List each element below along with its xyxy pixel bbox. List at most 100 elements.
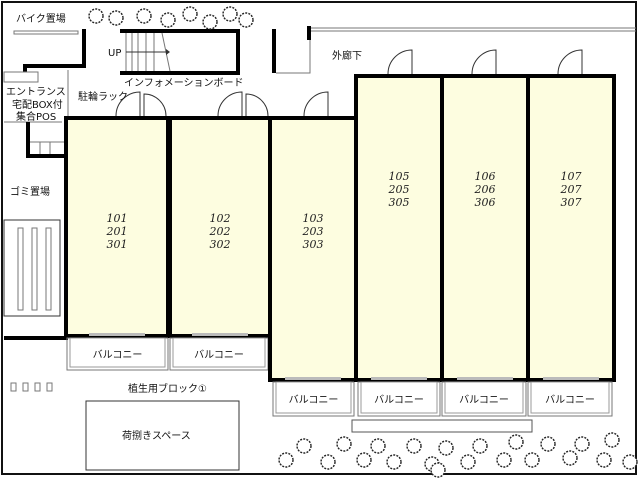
info-board-label: インフォメーションボード (124, 77, 244, 89)
unit-number: 302 (210, 238, 231, 251)
unit-number: 203 (302, 225, 324, 238)
trees (88, 6, 638, 478)
door-icon (217, 91, 243, 117)
window (371, 377, 427, 380)
bike-parking-label: バイク置場 (16, 12, 66, 25)
tree-icon (508, 434, 524, 450)
tree-icon (540, 436, 556, 452)
unit-number: 105 (389, 170, 410, 183)
window (192, 333, 248, 336)
bollards (10, 382, 53, 392)
unit-number: 101 (107, 212, 128, 225)
wall (307, 26, 311, 40)
unit-number: 303 (303, 238, 324, 251)
tree-icon (430, 462, 446, 478)
window (457, 377, 513, 380)
balcony-label: バルコニー (374, 394, 424, 406)
stairs-up-label: UP (108, 48, 121, 59)
tree-icon (460, 454, 476, 470)
loading-space (85, 400, 240, 471)
tree-icon (524, 452, 540, 468)
outer-corridor-label: 外廊下 (332, 49, 362, 62)
tree-icon (320, 454, 336, 470)
balcony-label: バルコニー (545, 394, 595, 406)
mailbox-label: 集合POS (16, 110, 56, 123)
wall (23, 64, 27, 72)
wall (26, 122, 30, 158)
balcony-label: バルコニー (194, 349, 244, 361)
tree-icon (336, 436, 352, 452)
loading-space-label: 荷捌きスペース (122, 429, 191, 442)
unit-number: 301 (107, 238, 128, 251)
wall (272, 29, 276, 73)
balcony: バルコニー (169, 337, 269, 371)
entrance-label: エントランス (6, 86, 66, 98)
garbage-area (3, 219, 61, 317)
tree-icon (136, 8, 152, 24)
balcony-label: バルコニー (289, 394, 339, 406)
balcony-label: バルコニー (93, 349, 143, 361)
garbage-label: ゴミ置場 (10, 185, 50, 198)
tree-icon (472, 438, 488, 454)
door-icon (557, 49, 583, 75)
tree-icon (370, 438, 386, 454)
entrance-steps (30, 141, 64, 154)
door-icon (115, 91, 141, 117)
tree-icon (202, 14, 218, 30)
staircase (120, 29, 240, 75)
tree-icon (562, 450, 578, 466)
unit-outline (354, 74, 444, 382)
tree-icon (296, 438, 312, 454)
door-icon (387, 49, 413, 75)
unit-number: 102 (210, 212, 231, 225)
door-icon (471, 49, 497, 75)
wall (276, 27, 311, 74)
tree-icon (278, 452, 294, 468)
units: 101201301バルコニー102202302バルコニー103203303バルコ… (64, 74, 616, 417)
tree-icon (496, 452, 512, 468)
tree-icon (356, 452, 372, 468)
tree-icon (596, 452, 612, 468)
door-icon (245, 93, 269, 117)
unit-number: 305 (389, 196, 410, 209)
wall (4, 336, 68, 340)
delivery-box-label: 宅配BOX付 (12, 98, 63, 111)
unit-outline (440, 74, 530, 382)
unit-number: 306 (475, 196, 496, 209)
tree-icon (622, 454, 638, 470)
planter-bar (351, 419, 533, 433)
wall (23, 64, 86, 68)
balcony: バルコニー (527, 381, 613, 417)
unit-outline (168, 116, 272, 338)
wall (26, 154, 64, 158)
tree-icon (182, 6, 198, 22)
unit-number: 107 (561, 170, 582, 183)
bicycle-racks (17, 227, 52, 311)
tree-icon (88, 8, 104, 24)
door-icon (303, 91, 329, 117)
tree-icon (386, 454, 402, 470)
unit-number: 207 (560, 183, 582, 196)
tree-icon (108, 10, 124, 26)
unit-number: 205 (388, 183, 410, 196)
tree-icon (406, 438, 422, 454)
unit-number: 307 (561, 196, 582, 209)
unit-number: 202 (209, 225, 231, 238)
balcony-label: バルコニー (459, 394, 509, 406)
tree-icon (574, 436, 590, 452)
door-icon (143, 93, 167, 117)
balcony: バルコニー (66, 337, 169, 371)
unit-number: 106 (475, 170, 496, 183)
unit-number: 201 (106, 225, 128, 238)
balcony: バルコニー (357, 381, 441, 417)
tree-icon (238, 12, 254, 28)
balcony: バルコニー (441, 381, 527, 417)
wall (82, 29, 86, 67)
window (89, 333, 145, 336)
tree-icon (438, 440, 454, 456)
tree-icon (222, 6, 238, 22)
